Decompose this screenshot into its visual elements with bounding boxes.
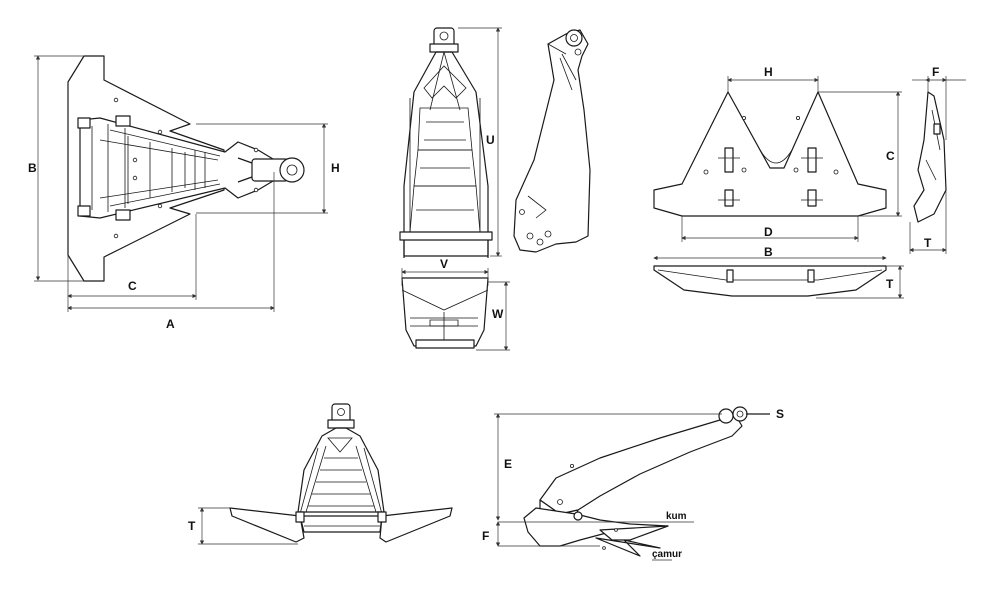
fluke-side-view: F T	[909, 65, 966, 254]
dim-d-label: D	[764, 225, 773, 239]
fluke-edge-view: B T	[653, 245, 904, 299]
front-box-view: V W	[401, 257, 510, 351]
dim-h-label: H	[331, 161, 340, 175]
dim-f3-label: F	[482, 529, 489, 543]
dim-f2-label: F	[932, 65, 939, 79]
front-view: U	[399, 27, 502, 258]
dim-b2-label: B	[764, 245, 773, 259]
shank-profile	[513, 29, 591, 253]
dim-c-label: C	[128, 279, 137, 293]
dim-v-label: V	[440, 257, 448, 271]
dim-t3-label: T	[924, 236, 932, 250]
front-low-view: T	[188, 403, 453, 545]
dim-e-label: E	[504, 457, 512, 471]
dim-c2-label: C	[886, 149, 895, 163]
dim-s-label: S	[776, 407, 784, 421]
dim-b-label: B	[28, 161, 37, 175]
dim-w-label: W	[492, 307, 504, 321]
dim-a-label: A	[166, 317, 175, 331]
side-view: E F S kum çamur	[482, 406, 784, 561]
top-view: B H C A	[28, 55, 340, 331]
dim-h2-label: H	[764, 65, 773, 79]
label-kum: kum	[666, 511, 687, 522]
fluke-plan-view: H C D	[653, 65, 902, 242]
dim-u-label: U	[486, 133, 495, 147]
label-camur: çamur	[652, 549, 682, 560]
dim-t2-label: T	[886, 277, 894, 291]
dim-t4-label: T	[188, 519, 196, 533]
